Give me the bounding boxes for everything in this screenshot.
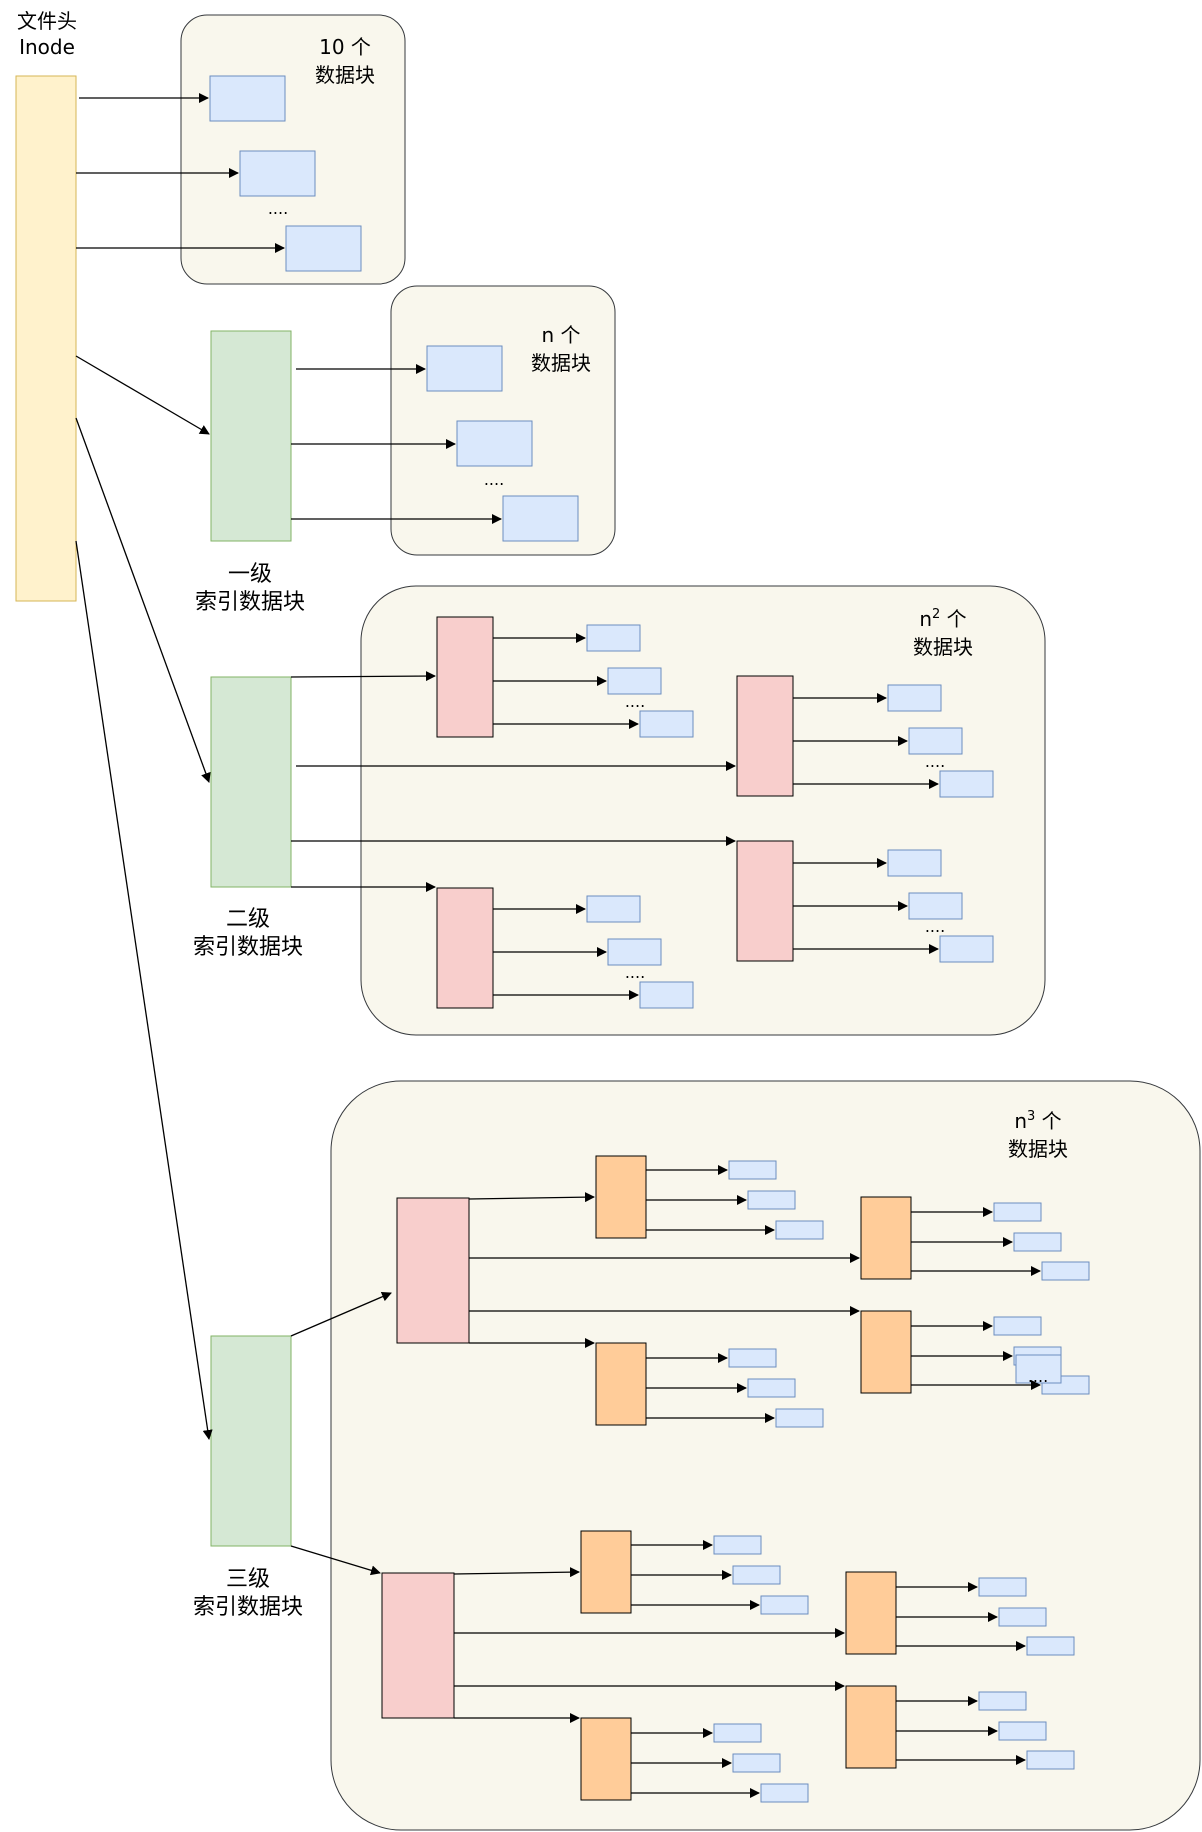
- data-block: [732, 1565, 781, 1585]
- triple-indirect-block: [210, 1335, 292, 1547]
- data-block: [747, 1378, 796, 1398]
- ellipsis-label: ....: [925, 917, 945, 936]
- data-block: [775, 1220, 824, 1240]
- level3-index-block: [860, 1196, 912, 1280]
- double-indirect-block: [210, 676, 292, 888]
- pointer-arrow: [75, 540, 213, 1440]
- data-block: [586, 895, 641, 923]
- level2-index-block: [736, 840, 794, 962]
- data-block: [1041, 1261, 1090, 1281]
- single-group-unit: 数据块: [531, 351, 591, 375]
- double-group-count: n2 个: [919, 607, 966, 631]
- pointer-arrow: [290, 1291, 392, 1337]
- single-indirect-label-line2: 索引数据块: [195, 590, 305, 615]
- direct-group-unit: 数据块: [315, 63, 375, 87]
- level3-index-block: [595, 1342, 647, 1426]
- pointer-arrow: [290, 671, 436, 682]
- level3-index-block: [580, 1530, 632, 1614]
- data-block: [998, 1721, 1047, 1741]
- ellipsis-label: ....: [925, 752, 945, 771]
- data-block: [993, 1202, 1042, 1222]
- ellipsis-label: ....: [1028, 1367, 1048, 1386]
- data-block: [639, 710, 694, 738]
- data-block: [760, 1783, 809, 1803]
- inode-label-line2: Inode: [19, 35, 75, 59]
- data-block: [887, 684, 942, 712]
- double-group-unit: 数据块: [913, 635, 973, 659]
- level3-index-block: [845, 1685, 897, 1769]
- triple-group-unit: 数据块: [1008, 1137, 1068, 1161]
- level2-index-block: [396, 1197, 470, 1344]
- pointer-arrow: [290, 1545, 381, 1576]
- triple-indirect-label-line1: 三级: [226, 1567, 270, 1592]
- data-block: [993, 1316, 1042, 1336]
- data-block: [1013, 1232, 1062, 1252]
- diagram-ellipses: ....................: [625, 692, 1048, 1386]
- data-block: [775, 1408, 824, 1428]
- data-block: [732, 1753, 781, 1773]
- data-block: [998, 1607, 1047, 1627]
- level3-index-block: [595, 1155, 647, 1239]
- pointer-arrow: [75, 417, 211, 783]
- pointer-arrow: [453, 1567, 580, 1578]
- data-block: [239, 150, 316, 197]
- level2-index-block: [436, 616, 494, 738]
- direct-group-ellipsis: ....: [268, 199, 288, 218]
- level3-index-block: [580, 1717, 632, 1801]
- double-indirect-label-line1: 二级: [226, 907, 270, 932]
- data-block: [713, 1535, 762, 1555]
- data-block: [908, 727, 963, 755]
- data-block: [747, 1190, 796, 1210]
- single-indirect-label-line1: 一级: [228, 562, 272, 587]
- level3-index-block: [860, 1310, 912, 1394]
- data-block: [887, 849, 942, 877]
- data-block: [426, 345, 503, 392]
- data-block: [939, 935, 994, 963]
- diagram-shapes: [209, 75, 1090, 1803]
- triple-indirect-label-line2: 索引数据块: [193, 1595, 303, 1620]
- diagram-arrows: [75, 93, 1041, 1798]
- level2-index-block: [736, 675, 794, 797]
- data-block: [1026, 1636, 1075, 1656]
- data-block: [728, 1160, 777, 1180]
- data-block: [639, 981, 694, 1009]
- double-indirect-label-line2: 索引数据块: [193, 935, 303, 960]
- data-block: [502, 495, 579, 542]
- single-group-count: n 个: [541, 323, 580, 347]
- data-block: [285, 225, 362, 272]
- inode-block: [15, 75, 77, 602]
- triple-group-count: n3 个: [1014, 1109, 1061, 1133]
- data-block: [978, 1691, 1027, 1711]
- data-block: [456, 420, 533, 467]
- level3-index-block: [845, 1571, 897, 1655]
- data-block: [978, 1577, 1027, 1597]
- data-block: [1026, 1750, 1075, 1770]
- single-group-ellipsis: ....: [484, 470, 504, 489]
- pointer-arrow: [468, 1192, 595, 1203]
- data-block: [607, 667, 662, 695]
- single-indirect-block: [210, 330, 292, 542]
- data-block: [607, 938, 662, 966]
- ellipsis-label: ....: [625, 963, 645, 982]
- direct-group-count: 10 个: [319, 35, 371, 59]
- data-block: [908, 892, 963, 920]
- inode-label-line1: 文件头: [17, 9, 77, 33]
- ellipsis-label: ....: [625, 692, 645, 711]
- data-block: [728, 1348, 777, 1368]
- data-block: [760, 1595, 809, 1615]
- data-block: [209, 75, 286, 122]
- data-block: [713, 1723, 762, 1743]
- triple-indirect-group: [330, 1080, 1201, 1831]
- data-block: [586, 624, 641, 652]
- level2-index-block: [436, 887, 494, 1009]
- data-block: [939, 770, 994, 798]
- level2-index-block: [381, 1572, 455, 1719]
- pointer-arrow: [75, 355, 210, 435]
